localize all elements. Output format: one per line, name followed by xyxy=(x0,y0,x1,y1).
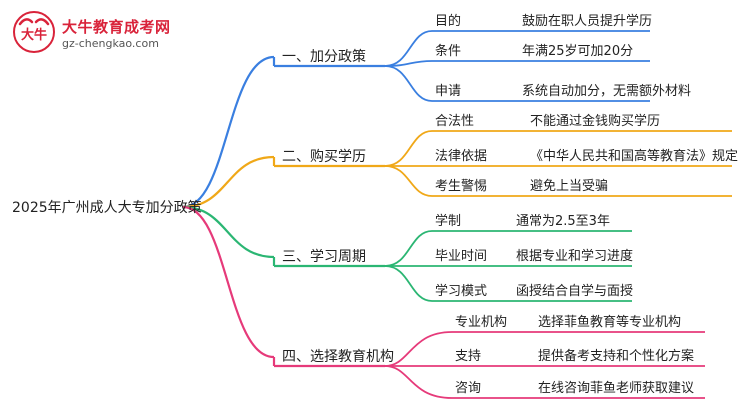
leaf-connector xyxy=(384,265,433,302)
leaf-connector xyxy=(384,60,433,67)
site-name: 大牛教育成考网 xyxy=(62,18,171,36)
leaf-value: 《中华人民共和国高等教育法》规定 xyxy=(530,148,738,164)
leaf-label: 学习模式 xyxy=(435,283,487,299)
leaf-value: 鼓励在职人员提升学历 xyxy=(522,13,652,29)
leaf-label: 专业机构 xyxy=(455,315,507,330)
leaf-value: 不能通过金钱购买学历 xyxy=(530,113,660,129)
branch-label: 二、购买学历 xyxy=(282,149,366,165)
leaf-label: 学制 xyxy=(435,213,461,229)
leaf-label: 合法性 xyxy=(435,114,474,129)
leaf-connector xyxy=(384,331,453,367)
leaf-value: 系统自动加分，无需额外材料 xyxy=(522,84,691,99)
leaf-label: 目的 xyxy=(435,13,461,29)
root-topic: 2025年广州成人大专加分政策 xyxy=(12,199,202,216)
leaf-value: 根据专业和学习进度 xyxy=(516,248,633,264)
leaf-connector xyxy=(384,230,433,267)
leaf-label: 条件 xyxy=(435,43,461,59)
leaf-value: 在线咨询菲鱼老师获取建议 xyxy=(538,380,694,396)
leaf-value: 选择菲鱼教育等专业机构 xyxy=(538,314,681,330)
leaf-value: 函授结合自学与面授 xyxy=(516,283,633,299)
site-url[interactable]: gz-chengkao.com xyxy=(62,37,159,50)
leaf-label: 法律依据 xyxy=(435,149,487,164)
branch-label: 三、学习周期 xyxy=(282,249,366,265)
connectors xyxy=(182,30,732,399)
leaf-value: 提供备考支持和个性化方案 xyxy=(538,348,694,364)
logo-mark-text: 大牛 xyxy=(21,27,47,43)
branch-label: 一、加分政策 xyxy=(282,48,366,65)
leaf-value: 年满25岁可加20分 xyxy=(522,44,633,59)
leaf-value: 避免上当受骗 xyxy=(530,179,608,194)
leaf-label: 申请 xyxy=(435,84,461,99)
site-logo: 大牛 大牛教育成考网 gz-chengkao.com xyxy=(12,10,182,54)
branch-connector xyxy=(182,55,275,209)
leaf-value: 通常为2.5至3年 xyxy=(516,214,610,229)
leaf-label: 毕业时间 xyxy=(435,249,487,264)
leaf-label: 咨询 xyxy=(455,381,481,396)
branch-connector xyxy=(182,205,275,259)
leaf-label: 考生警惕 xyxy=(435,178,487,194)
branch-label: 四、选择教育机构 xyxy=(282,349,394,365)
leaf-connector xyxy=(384,130,433,167)
branch-connector xyxy=(182,205,275,359)
leaf-connector xyxy=(384,365,453,399)
branch-connector xyxy=(182,155,275,209)
leaf-label: 支持 xyxy=(455,349,481,364)
bull-logo-icon: 大牛 xyxy=(13,11,55,53)
leaf-connector xyxy=(384,165,433,197)
leaf-connector xyxy=(384,65,433,102)
